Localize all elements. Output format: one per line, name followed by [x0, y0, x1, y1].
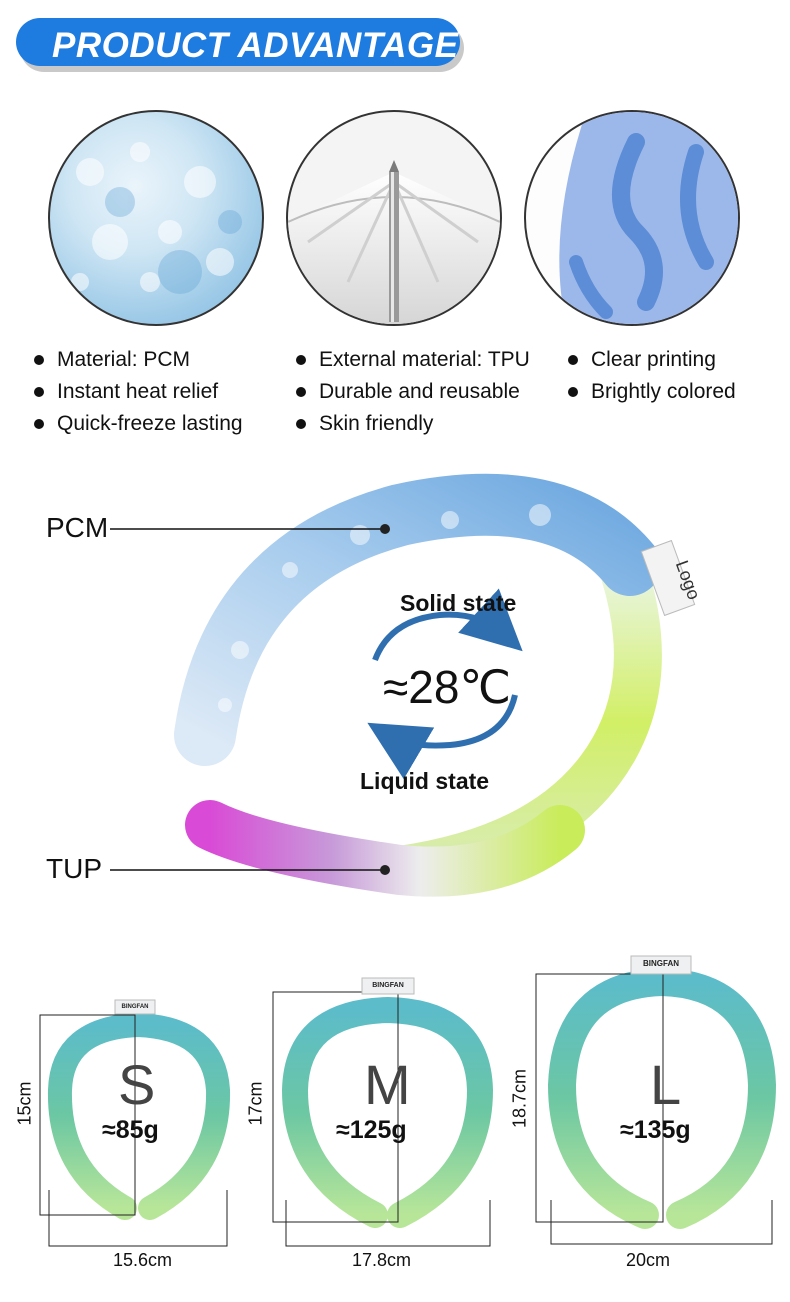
logo-tag	[640, 539, 696, 617]
bullet-icon	[568, 355, 578, 365]
bullet-icon	[296, 419, 306, 429]
size-l-weight: ≈135g	[620, 1116, 691, 1144]
list-item: Instant heat relief	[32, 376, 243, 408]
size-m-weight: ≈125g	[336, 1116, 407, 1144]
liquid-state-label: Liquid state	[360, 768, 490, 794]
feature-list-print: Clear printing Brightly colored	[566, 344, 736, 408]
pcm-callout-dot	[380, 524, 390, 534]
brand-tag-m: BINGFAN	[372, 982, 404, 989]
size-l-height: 18.7cm	[509, 1068, 530, 1129]
pcm-label: PCM	[46, 512, 109, 543]
list-item: External material: TPU	[294, 344, 530, 376]
arrow-to-liquid-icon	[367, 694, 518, 780]
size-m-ring	[272, 977, 494, 1247]
ring-right-segment	[376, 551, 662, 894]
tup-label: TUP	[46, 853, 102, 884]
list-item: Material: PCM	[32, 344, 243, 376]
pcm-crystal-icon	[71, 142, 242, 294]
size-l-letter: L	[650, 1053, 682, 1116]
size-m-letter: M	[364, 1053, 411, 1116]
feature-list-pcm: Material: PCM Instant heat relief Quick-…	[32, 344, 243, 440]
feature-text: Durable and reusable	[319, 380, 520, 403]
size-s-weight: ≈85g	[102, 1116, 159, 1144]
list-item: Brightly colored	[566, 376, 736, 408]
size-s-width: 15.6cm	[113, 1250, 173, 1270]
bullet-icon	[296, 355, 306, 365]
feature-text: Clear printing	[591, 348, 716, 371]
feature-text: Material: PCM	[57, 348, 191, 371]
header-title: PRODUCT ADVANTAGE	[52, 26, 459, 65]
list-item: Quick-freeze lasting	[32, 408, 243, 440]
size-comparison-graphic	[39, 955, 777, 1247]
size-m-width: 17.8cm	[352, 1250, 412, 1270]
neck-ring-diagram	[110, 473, 696, 897]
tup-callout-dot	[380, 865, 390, 875]
pcm-segment	[174, 473, 661, 766]
size-l-ring	[535, 955, 777, 1245]
list-item: Clear printing	[566, 344, 736, 376]
bullet-icon	[34, 419, 44, 429]
feature-text: Skin friendly	[319, 412, 434, 435]
needle-icon	[288, 160, 500, 324]
arrow-to-solid-icon	[372, 588, 523, 662]
list-item: Skin friendly	[294, 408, 530, 440]
size-s-ring	[39, 999, 231, 1247]
brand-tag-l: BINGFAN	[643, 959, 679, 968]
feature-text: Instant heat relief	[57, 380, 219, 403]
temperature-label: ≈28℃	[383, 661, 512, 713]
solid-state-label: Solid state	[400, 590, 517, 616]
logo-print-image	[524, 110, 740, 326]
bullet-icon	[568, 387, 578, 397]
feature-text: Quick-freeze lasting	[57, 412, 243, 435]
logo-print-icon	[559, 112, 738, 324]
size-l-width: 20cm	[626, 1250, 671, 1270]
feature-list-tpu: External material: TPU Durable and reusa…	[294, 344, 530, 440]
bullet-icon	[296, 387, 306, 397]
tpu-segment	[185, 800, 585, 897]
header-banner	[16, 18, 464, 72]
bullet-icon	[34, 387, 44, 397]
size-s-height: 15cm	[14, 1081, 35, 1126]
size-s-letter: S	[118, 1053, 156, 1116]
pcm-texture-image	[48, 110, 264, 326]
bullet-icon	[34, 355, 44, 365]
feature-text: External material: TPU	[319, 348, 530, 371]
size-m-height: 17cm	[245, 1081, 266, 1126]
list-item: Durable and reusable	[294, 376, 530, 408]
feature-text: Brightly colored	[591, 380, 736, 403]
tpu-needle-image	[286, 110, 502, 326]
brand-tag-s: BINGFAN	[121, 1004, 149, 1010]
